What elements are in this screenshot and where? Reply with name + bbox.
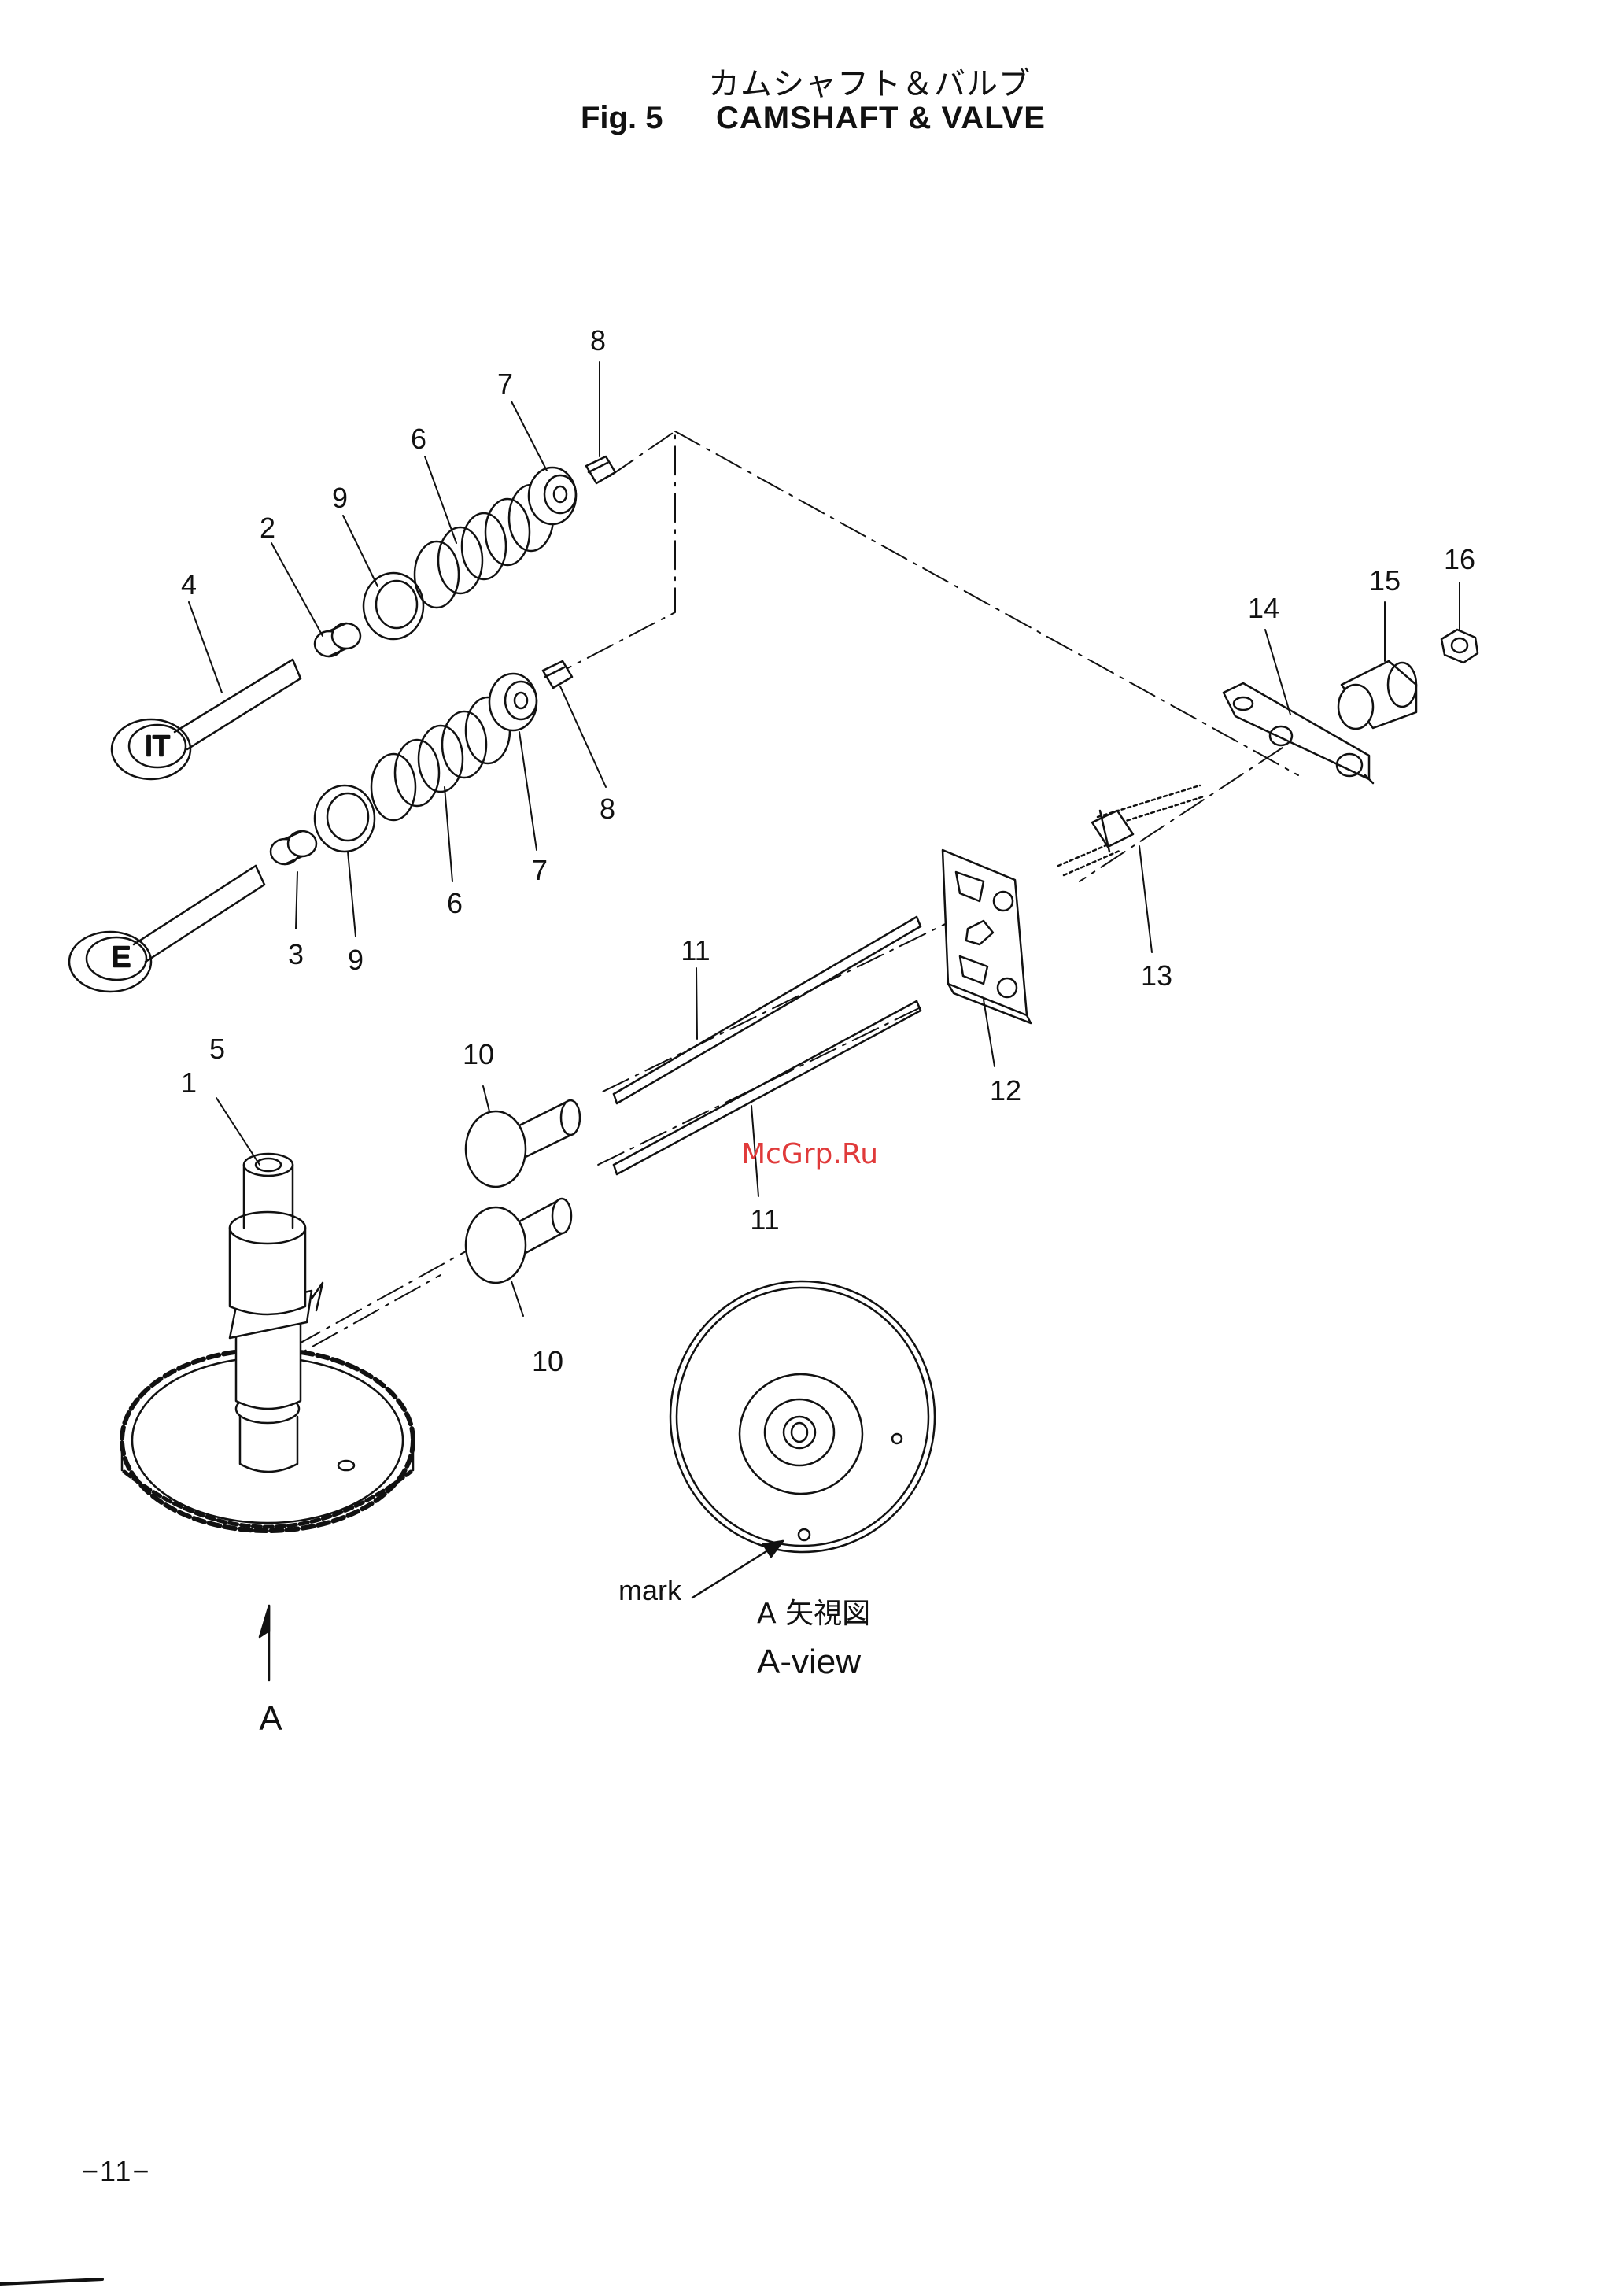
callout-13: 13 — [1141, 959, 1172, 992]
rocker-arm-stud — [1058, 785, 1204, 875]
a-view-title-en: A-view — [757, 1643, 861, 1681]
adjusting-nut — [1441, 630, 1478, 663]
spring-retainer-lower — [489, 674, 537, 730]
assembly-centerlines — [271, 431, 1298, 1369]
callout-2: 2 — [260, 512, 275, 544]
a-view-title-jp: A 矢視図 — [757, 1598, 870, 1630]
page-number: −11− — [82, 2155, 150, 2188]
callout-8-lower: 8 — [600, 793, 615, 825]
push-rod-guide-plate — [943, 850, 1031, 1023]
intake-valve — [112, 660, 301, 779]
callout-8-upper: 8 — [590, 324, 606, 357]
callout-14: 14 — [1248, 592, 1279, 624]
stem-seal-lower — [271, 831, 316, 864]
callout-6-upper: 6 — [411, 423, 426, 455]
callout-16: 16 — [1444, 543, 1475, 575]
view-arrow — [260, 1606, 269, 1680]
valve-collet-lower — [543, 661, 572, 688]
tappet-lower — [466, 1199, 571, 1283]
stem-seal-upper — [315, 623, 360, 656]
callout-9-upper: 9 — [332, 482, 348, 514]
callout-10-upper: 10 — [463, 1038, 494, 1070]
washer-lower — [315, 785, 375, 852]
callout-11-lower: 11 — [750, 1203, 779, 1236]
mark-pointer — [692, 1541, 783, 1598]
leader-lines — [189, 362, 1460, 1316]
callout-7-lower: 7 — [532, 854, 548, 886]
callout-5: 5 — [209, 1033, 225, 1065]
scan-edge-line — [0, 2279, 102, 2284]
callout-10-lower: 10 — [532, 1345, 563, 1377]
callouts: 4 2 3 9 9 6 6 7 7 8 8 5 1 11 11 10 10 12… — [181, 324, 1475, 1377]
exhaust-valve-mark: E — [112, 941, 131, 973]
callout-4: 4 — [181, 568, 197, 601]
callout-6-lower: 6 — [447, 887, 463, 919]
push-rod-upper — [614, 917, 921, 1103]
callout-12: 12 — [990, 1074, 1021, 1107]
watermark: McGrp.Ru — [741, 1138, 878, 1170]
intake-valve-mark: IT — [145, 730, 170, 762]
tappet-upper — [466, 1100, 580, 1187]
callout-7-upper: 7 — [497, 368, 513, 400]
valve-spring-lower — [371, 697, 510, 820]
callout-9-lower: 9 — [348, 944, 364, 976]
callout-1: 1 — [181, 1066, 197, 1099]
spring-retainer-upper — [529, 468, 576, 524]
pivot-ball — [1338, 661, 1416, 729]
callout-11-upper: 11 — [681, 934, 710, 966]
mark-label: mark — [618, 1574, 682, 1606]
exhaust-valve — [69, 866, 264, 992]
view-arrow-label: A — [259, 1699, 282, 1738]
valve-collet-upper — [586, 456, 615, 483]
a-view-gear — [670, 1281, 935, 1552]
callout-3: 3 — [288, 938, 304, 970]
callout-15: 15 — [1369, 564, 1401, 597]
